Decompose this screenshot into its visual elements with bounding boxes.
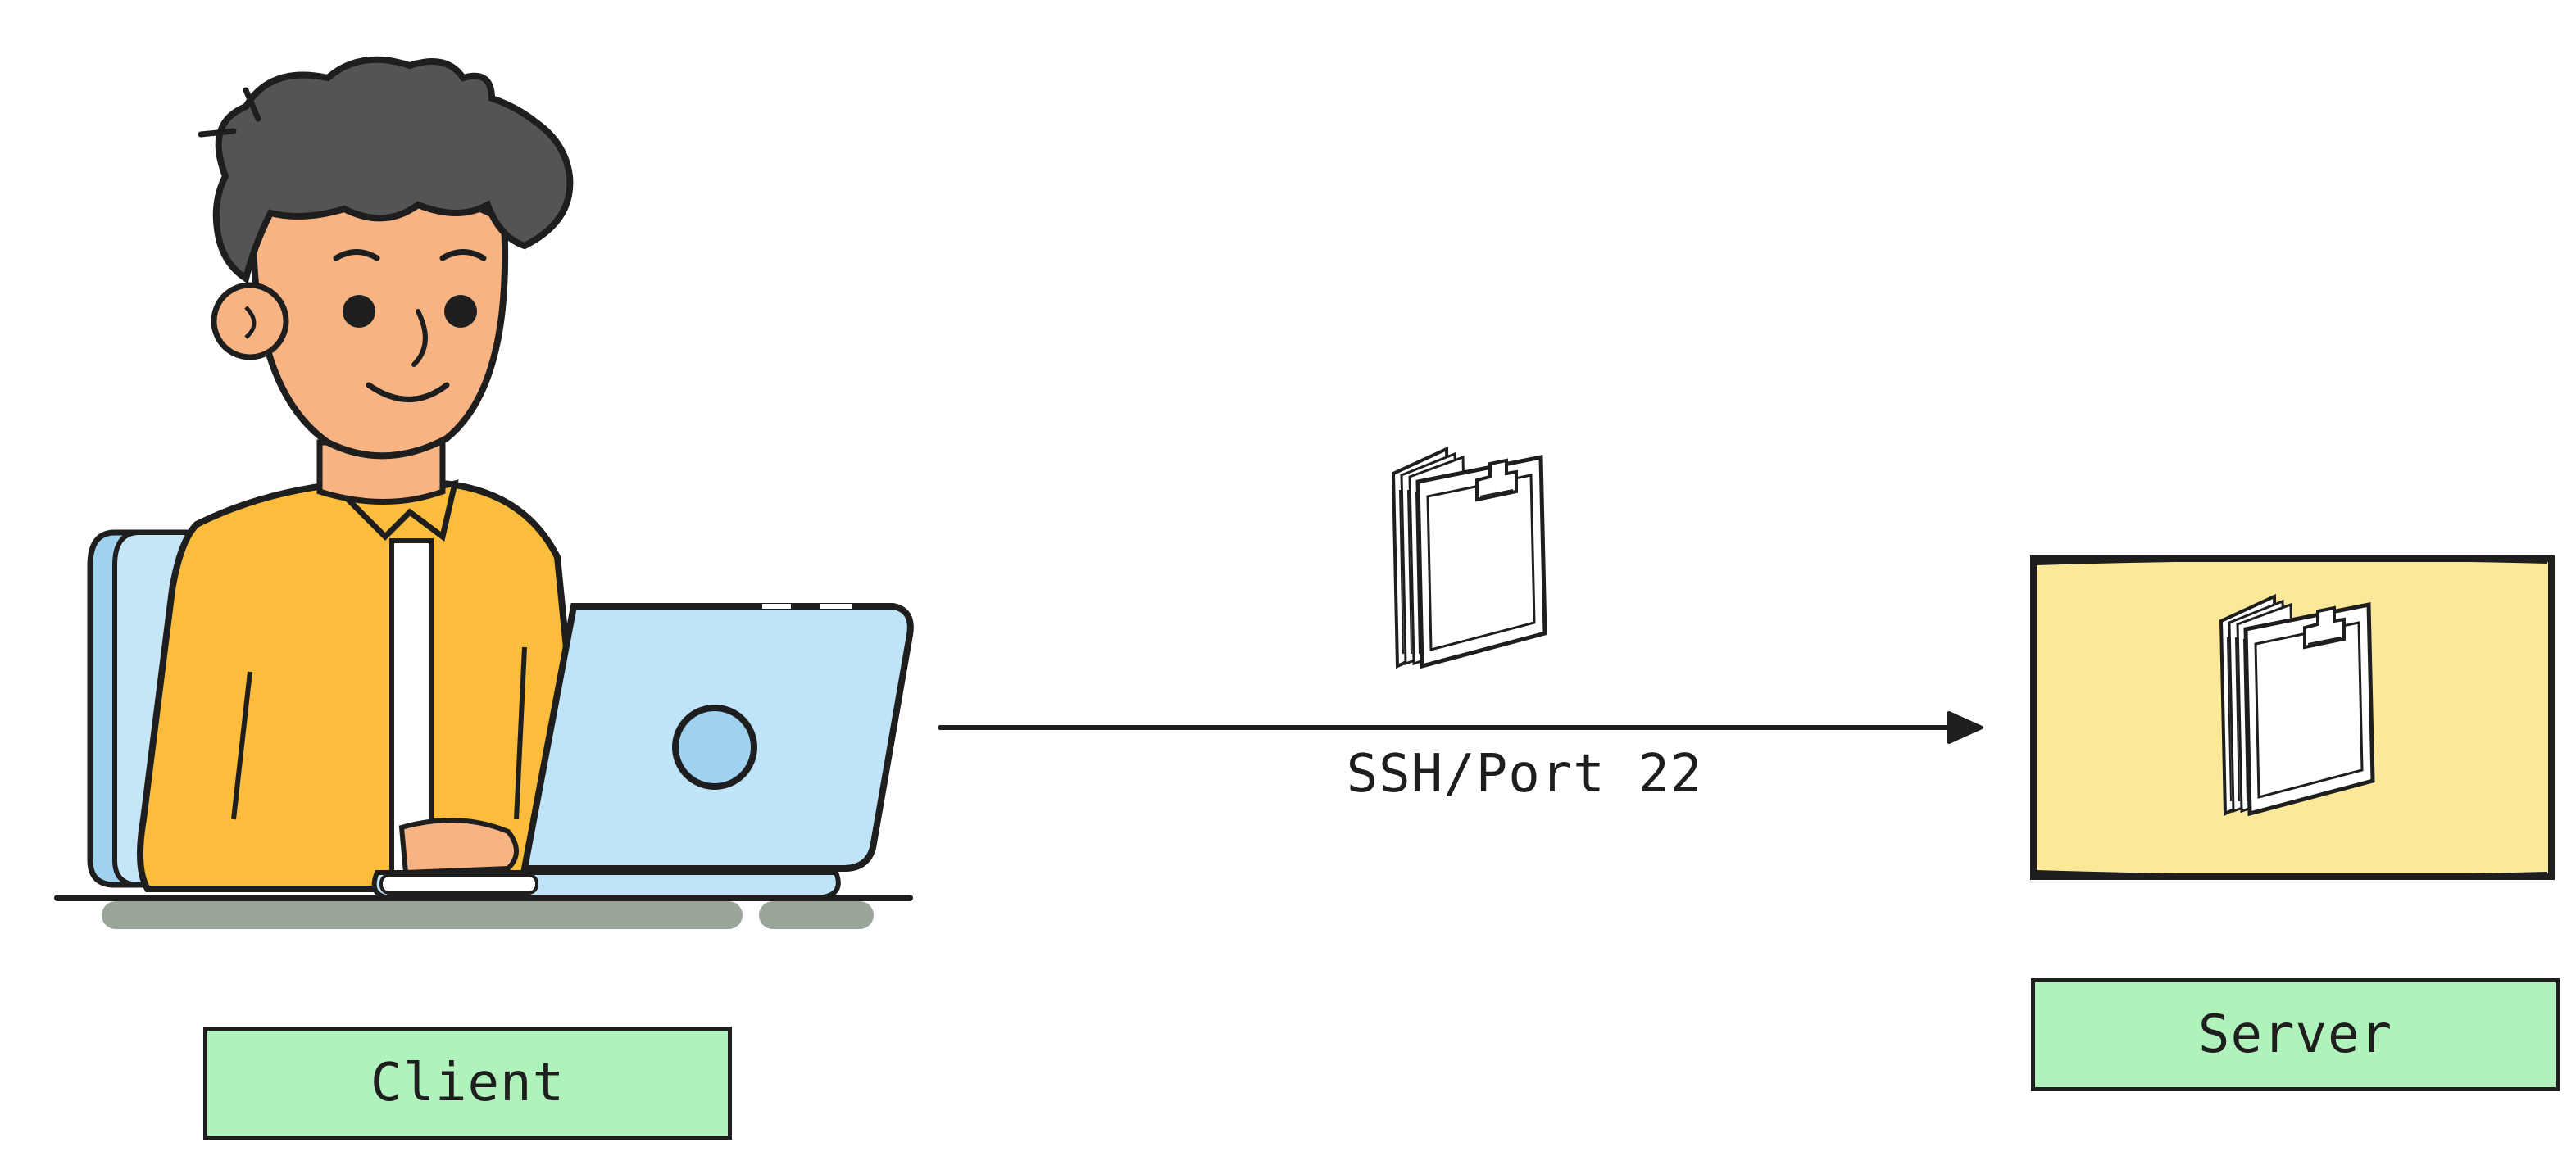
connection-label: SSH/Port 22 [1346, 744, 1703, 805]
person-at-laptop-icon [54, 56, 914, 929]
server-file-folder-icon [2221, 596, 2373, 814]
connection-arrow [938, 711, 1983, 744]
client-label: Client [203, 1027, 732, 1140]
server-label: Server [2031, 978, 2560, 1091]
transfer-file-folder-icon [1393, 449, 1545, 666]
